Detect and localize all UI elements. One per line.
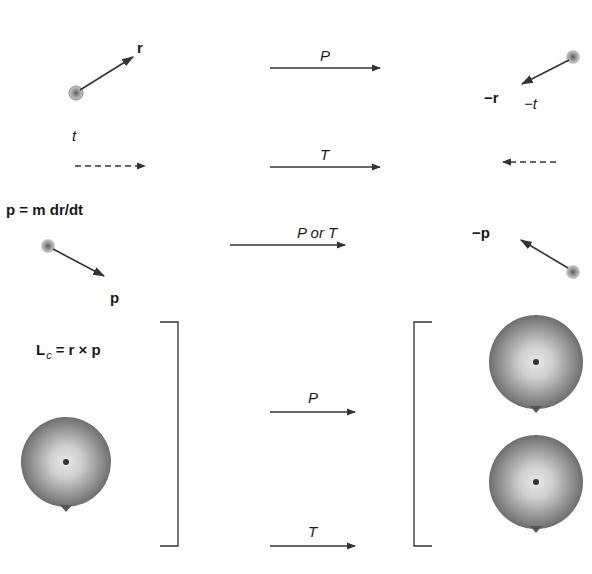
momentum-formula: p = m dr/dt	[6, 202, 83, 217]
spinning-sphere	[489, 315, 583, 413]
subscript: c	[46, 350, 52, 361]
operator-label: T	[320, 147, 329, 162]
bracket	[160, 322, 178, 546]
momentum-vector	[53, 249, 104, 276]
vector-label: −p	[472, 225, 490, 240]
parity-arrow	[270, 67, 380, 68]
spinning-sphere	[489, 435, 583, 533]
particle	[566, 265, 580, 279]
operator-label: T	[308, 524, 317, 539]
parity-arrow	[270, 411, 355, 412]
particle	[69, 86, 83, 100]
bracket	[414, 322, 432, 546]
vector-label: r	[137, 40, 143, 55]
angular-momentum-symbol: L	[36, 342, 45, 357]
vector-label: −r	[484, 90, 499, 105]
time-label: t	[72, 128, 76, 143]
time-arrow	[503, 161, 556, 162]
vector-label: p	[110, 290, 119, 305]
spinning-sphere	[21, 417, 111, 512]
time-reversal-arrow	[270, 545, 355, 546]
time-reversal-arrow	[270, 166, 380, 167]
position-vector	[522, 60, 569, 84]
time-label: −t	[524, 96, 537, 111]
angular-momentum-formula: = r × p	[56, 342, 101, 357]
momentum-vector	[521, 240, 568, 268]
operator-label: P	[308, 390, 318, 405]
time-arrow	[75, 165, 145, 166]
particle	[566, 50, 580, 64]
p-or-t-arrow	[230, 244, 345, 245]
operator-label: P or T	[297, 225, 337, 240]
particle	[41, 239, 55, 253]
position-vector	[80, 57, 133, 90]
operator-label: P	[320, 48, 330, 63]
